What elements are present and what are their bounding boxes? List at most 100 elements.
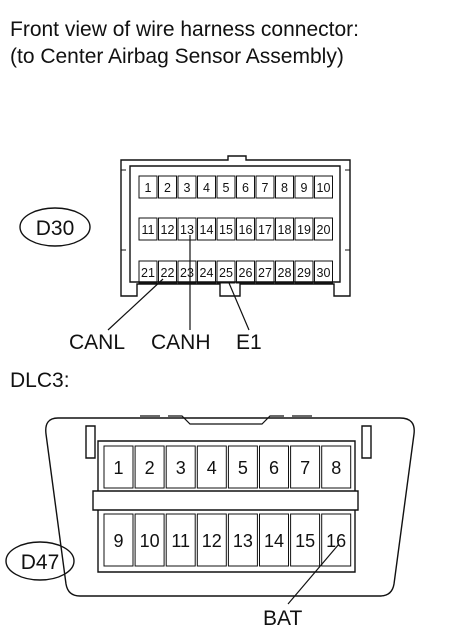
- d30-pin-cell: [158, 260, 177, 284]
- dlc3-pin-cell: [290, 445, 321, 489]
- dlc3-pin-number: 10: [140, 531, 160, 551]
- d30-pin-number: 6: [242, 181, 249, 195]
- d30-pin-cell: [236, 175, 255, 199]
- dlc3-pin-number: 14: [264, 531, 284, 551]
- dlc3-connector-housing: [45, 417, 415, 597]
- d30-pin-number: 17: [258, 223, 272, 237]
- e1-leader-line: [228, 282, 250, 331]
- d30-pin-number: 20: [317, 223, 331, 237]
- d30-pin-cell: [255, 260, 275, 284]
- d30-pin-number: 5: [223, 181, 230, 195]
- dlc3-pin-number: 5: [238, 458, 248, 478]
- d30-pin-cell: [158, 217, 177, 241]
- d30-pin-number: 10: [317, 181, 331, 195]
- d30-pin-cell: [294, 217, 314, 241]
- d30-pin-cell: [314, 175, 333, 199]
- dlc3-title: DLC3:: [10, 369, 70, 392]
- dlc3-pin-number: 1: [113, 458, 123, 478]
- dlc3-pin-cell: [196, 513, 227, 567]
- d30-pin-cell: [236, 217, 255, 241]
- dlc3-pin-cell: [134, 445, 165, 489]
- bat-leader-line: [287, 543, 340, 605]
- d30-pin-cell: [216, 217, 236, 241]
- d30-pin-number: 29: [297, 266, 311, 280]
- d30-pin-cell: [177, 217, 197, 241]
- d30-pin-cell: [138, 217, 158, 241]
- d30-pin-cell: [216, 260, 236, 284]
- d30-pin-cell: [255, 175, 275, 199]
- d30-pin-number: 21: [141, 266, 155, 280]
- d30-pin-cell: [294, 260, 314, 284]
- d47-code-label: D47: [21, 551, 60, 574]
- d30-pin-number: 7: [262, 181, 269, 195]
- d30-leader-lines: [107, 235, 250, 331]
- dlc3-pin-number: 16: [326, 531, 346, 551]
- d30-code-oval: [19, 207, 91, 247]
- d30-pin-cell: [216, 175, 236, 199]
- d30-pin-cell: [275, 260, 294, 284]
- d30-pin-number: 13: [180, 223, 194, 237]
- d30-pin-cell: [275, 217, 294, 241]
- d30-pin-number: 15: [219, 223, 233, 237]
- dlc3-pin-number: 15: [295, 531, 315, 551]
- d30-pin-cell: [314, 217, 333, 241]
- dlc3-top-notch: [140, 415, 312, 425]
- dlc3-pin-number: 13: [233, 531, 253, 551]
- d30-pin-number: 27: [258, 266, 272, 280]
- dlc3-pin-cell: [321, 445, 352, 489]
- dlc3-pin-cell: [290, 513, 321, 567]
- dlc3-pin-cell: [259, 445, 289, 489]
- dlc3-pin-number: 9: [113, 531, 123, 551]
- dlc3-pin-number: 3: [176, 458, 186, 478]
- dlc3-pin-number: 2: [145, 458, 155, 478]
- d30-pin-number: 8: [281, 181, 288, 195]
- d30-pin-number: 16: [239, 223, 253, 237]
- d30-pin-number: 2: [164, 181, 171, 195]
- d47-code-oval: [5, 541, 75, 581]
- dlc3-pin-cell: [227, 513, 258, 567]
- d30-pin-number: 30: [317, 266, 331, 280]
- d30-pin-cell: [294, 175, 314, 199]
- d30-pin-number: 25: [219, 266, 233, 280]
- d30-pin-number: 26: [239, 266, 253, 280]
- d30-pin-number: 18: [278, 223, 292, 237]
- dlc3-pin-number: 4: [207, 458, 217, 478]
- d30-pin-cell: [158, 175, 177, 199]
- d30-pin-number: 9: [301, 181, 308, 195]
- canl-label: CANL: [69, 331, 125, 354]
- dlc3-pin-cell: [103, 513, 134, 567]
- dlc3-pin-cell: [321, 513, 352, 567]
- d30-pin-number: 22: [161, 266, 175, 280]
- d30-pin-number: 4: [203, 181, 210, 195]
- dlc3-pin-cell: [227, 445, 258, 489]
- d30-pin-number: 23: [180, 266, 194, 280]
- d30-connector-housing: [120, 155, 351, 297]
- d30-pin-number: 14: [200, 223, 214, 237]
- d30-pin-number: 11: [142, 223, 155, 237]
- d30-pin-number: 1: [145, 181, 152, 195]
- d30-pin-number: 3: [184, 181, 191, 195]
- dlc3-pin-cell: [165, 513, 196, 567]
- d30-pin-number: 19: [297, 223, 311, 237]
- dlc3-pin-cell: [103, 445, 134, 489]
- d30-pin-cell: [197, 260, 216, 284]
- d30-pin-cell: [197, 175, 216, 199]
- dlc3-pin-number: 8: [331, 458, 341, 478]
- d30-pin-cell: [138, 175, 158, 199]
- d30-pin-cell: [255, 217, 275, 241]
- d30-pin-cell: [236, 260, 255, 284]
- d30-pin-cell: [177, 175, 197, 199]
- d30-pin-cell: [275, 175, 294, 199]
- e1-label: E1: [236, 331, 262, 354]
- dlc3-pin-number: 6: [269, 458, 279, 478]
- d30-pin-number: 24: [200, 266, 214, 280]
- dlc3-pin-number: 12: [202, 531, 222, 551]
- d30-pin-cell: [138, 260, 158, 284]
- dlc3-pin-number: 11: [171, 531, 190, 551]
- dlc3-pin-cell: [165, 445, 196, 489]
- heading-line-1: Front view of wire harness connector:: [10, 18, 359, 41]
- bat-label: BAT: [263, 607, 302, 630]
